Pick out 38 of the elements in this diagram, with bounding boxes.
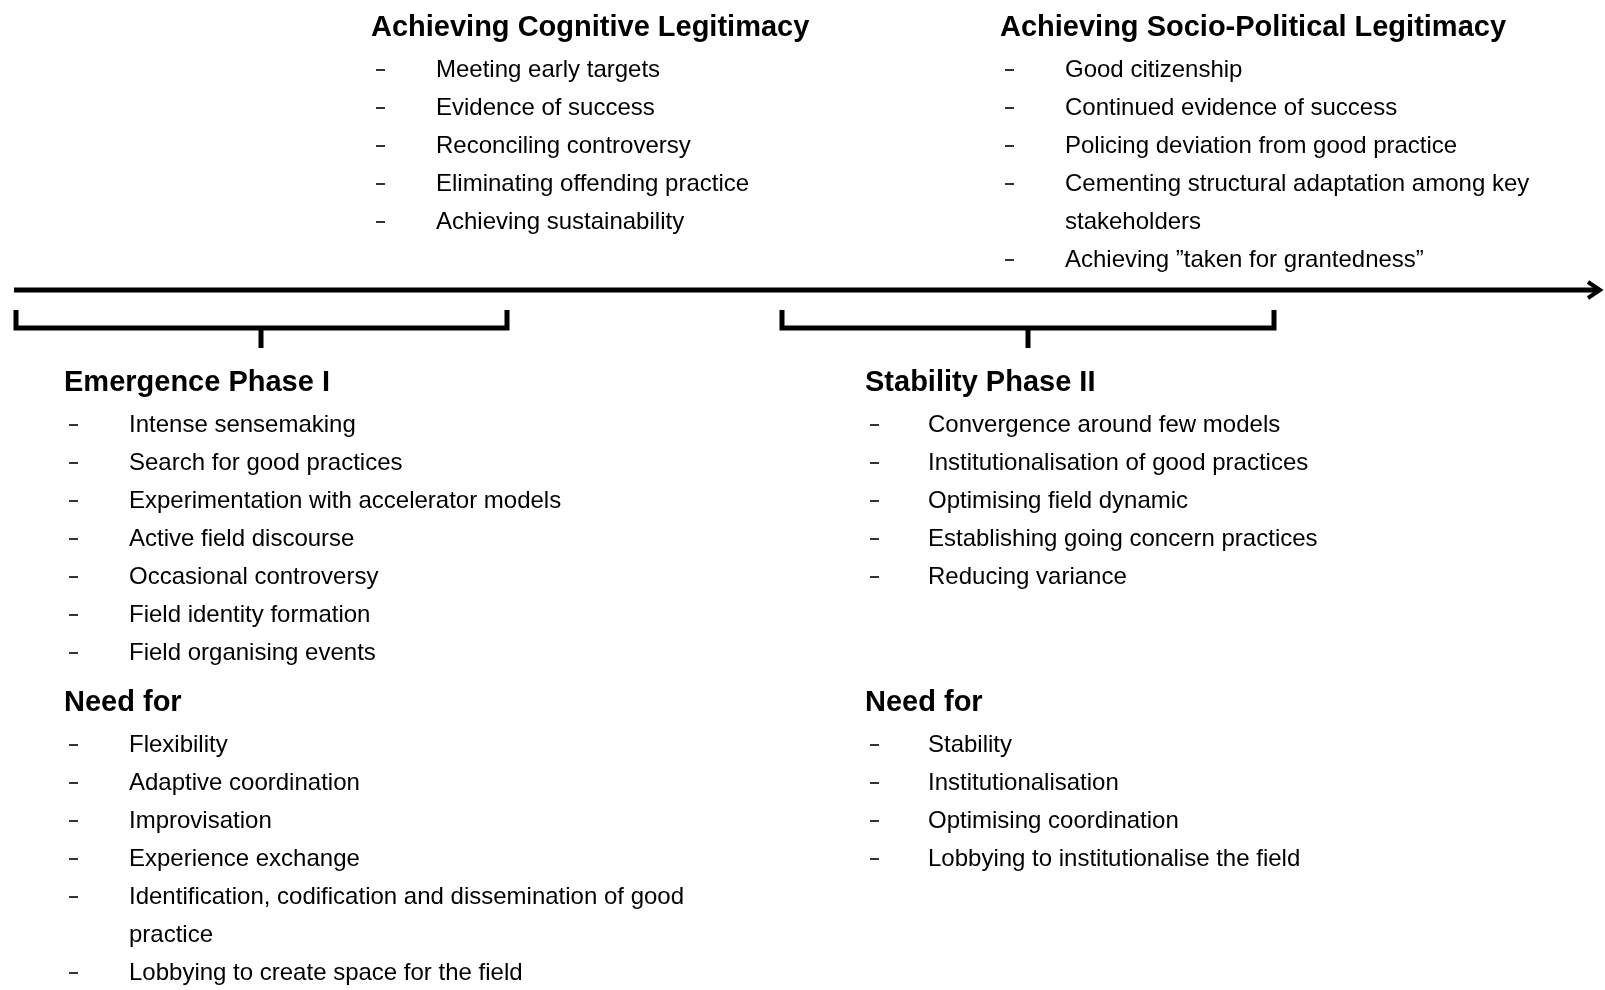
- list-item: Good citizenship: [1065, 54, 1244, 84]
- list-item: Lobbying to create space for the field: [129, 957, 524, 987]
- list-item: Search for good practices: [129, 447, 404, 477]
- list-item: Meeting early targets: [436, 54, 662, 84]
- list-item: Convergence around few models: [928, 409, 1282, 439]
- list-item: Field identity formation: [129, 599, 372, 629]
- list-item: Reconciling controversy: [436, 130, 692, 160]
- list-item: Achieving sustainability: [436, 206, 686, 236]
- list-item: Institutionalisation: [928, 767, 1120, 797]
- section-heading: Need for: [865, 684, 983, 719]
- section-heading: Stability Phase II: [865, 364, 1096, 399]
- list-item: Lobbying to institutionalise the field: [928, 843, 1302, 873]
- list-item: Adaptive coordination: [129, 767, 361, 797]
- list-item: Policing deviation from good practice: [1065, 130, 1459, 160]
- list-item: Continued evidence of success: [1065, 92, 1399, 122]
- list-item: Improvisation: [129, 805, 273, 835]
- list-item: Field organising events: [129, 637, 377, 667]
- list-item: Institutionalisation of good practices: [928, 447, 1310, 477]
- list-item: Active field discourse: [129, 523, 356, 553]
- list-item: Establishing going concern practices: [928, 523, 1319, 553]
- list-item: Cementing structural adaptation among key stakeholders: [1065, 168, 1531, 236]
- list-item: Flexibility: [129, 729, 229, 759]
- list-item: Stability: [928, 729, 1014, 759]
- list-item: Optimising field dynamic: [928, 485, 1190, 515]
- section-heading: Need for: [64, 684, 182, 719]
- list-item: Experience exchange: [129, 843, 361, 873]
- list-item: Achieving ”taken for grantedness”: [1065, 244, 1425, 274]
- section-heading: Emergence Phase I: [64, 364, 330, 399]
- list-item: Reducing variance: [928, 561, 1128, 591]
- list-item: Identification, codification and dissemination of good practice: [129, 881, 686, 949]
- section-heading: Achieving Socio-Political Legitimacy: [1000, 9, 1506, 44]
- list-item: Intense sensemaking: [129, 409, 357, 439]
- list-item: Experimentation with accelerator models: [129, 485, 563, 515]
- list-item: Evidence of success: [436, 92, 656, 122]
- list-item: Optimising coordination: [928, 805, 1180, 835]
- list-item: Eliminating offending practice: [436, 168, 751, 198]
- section-heading: Achieving Cognitive Legitimacy: [371, 9, 810, 44]
- list-item: Occasional controversy: [129, 561, 380, 591]
